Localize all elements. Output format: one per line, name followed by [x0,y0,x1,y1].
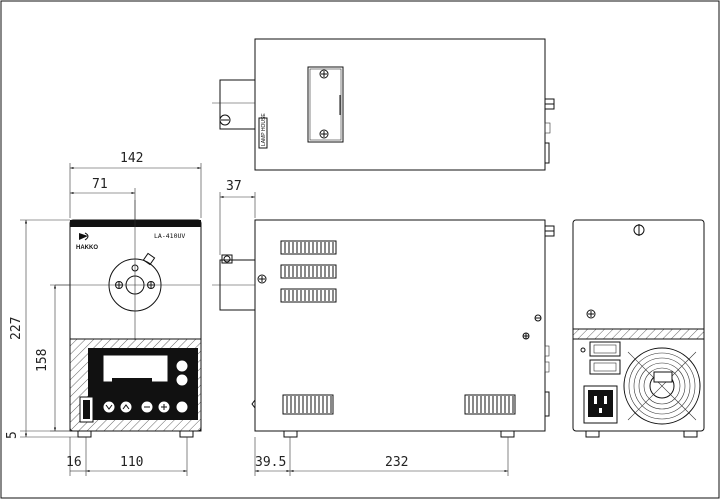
top-plate [307,66,344,143]
rear-body [572,219,705,432]
front-button-top [175,359,189,373]
dim-side-left-offset: 39.5 [255,455,286,470]
front-top-band [70,220,201,227]
rear-ac-inlet [583,385,618,424]
rear-view [572,219,705,438]
rear-foot-left [585,430,600,438]
top-label-strip [258,117,268,149]
front-display [102,354,169,383]
top-view-body [254,38,546,171]
side-body [254,219,546,432]
side-view [212,219,555,438]
hakko-logo-icon [79,233,88,240]
side-vents-lower [282,394,516,415]
dim-left-offset: 16 [66,455,82,470]
front-foot-right [179,430,194,438]
dim-to-center: 71 [92,177,108,192]
side-foot-left [283,430,298,438]
dim-width-total: 142 [120,151,143,166]
top-lamp-housing [219,79,256,130]
dim-foot: 5 [5,431,20,439]
front-button-up [119,400,133,414]
front-foot-left [77,430,92,438]
front-button-down [102,400,116,414]
rear-band [572,328,705,340]
dimensions: 142 71 37 227 158 5 16 110 [5,151,509,476]
side-vents-upper [280,240,337,303]
side-foot-right [500,430,515,438]
dim-lamp-protrusion: 37 [226,179,242,194]
top-label-text: LAMP HOUSE [261,113,267,146]
dim-height-total: 227 [9,317,24,340]
front-button-start [175,400,189,414]
front-button-mid [175,373,189,387]
front-knob [142,252,156,266]
dim-center-height: 158 [35,349,50,372]
dim-base-length: 232 [385,455,408,470]
rear-port-upper [589,341,621,357]
dim-base-width: 110 [120,455,143,470]
front-model: LA-410UV [154,232,185,240]
rear-port-lower [589,359,621,375]
rear-fan [623,347,701,425]
front-brand: HAKKO [76,245,98,251]
rear-foot-right [683,430,698,438]
top-view: LAMP HOUSE [212,38,555,171]
front-view: HAKKO LA-410UV [55,200,202,438]
